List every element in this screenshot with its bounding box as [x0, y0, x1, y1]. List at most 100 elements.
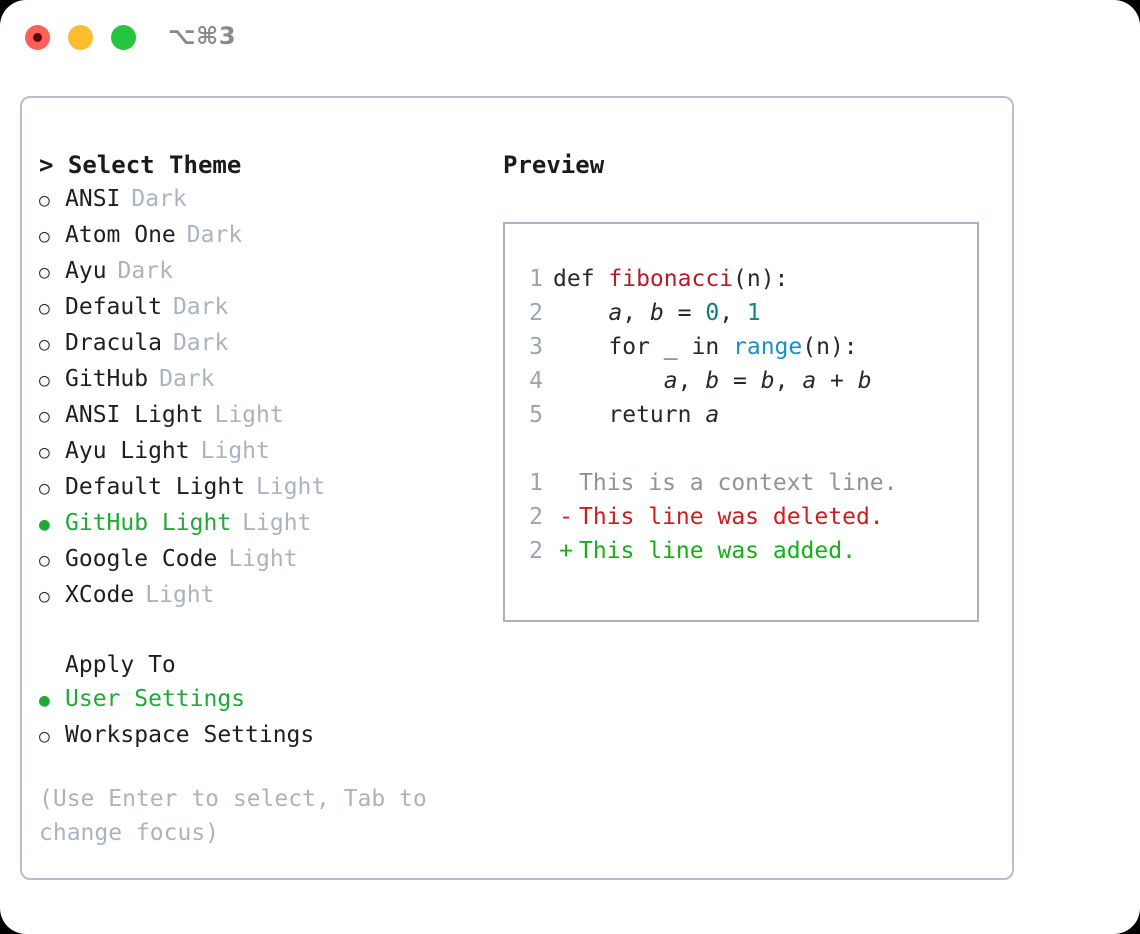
radio-empty-icon: ○	[39, 406, 50, 427]
apply-to-option-list[interactable]: ● User Settings ○Workspace Settings	[39, 682, 489, 754]
radio-empty-icon: ○	[39, 550, 50, 571]
code-token: def	[553, 266, 609, 292]
code-token: a	[802, 368, 817, 394]
code-line-number: 1	[529, 266, 543, 292]
radio-empty-icon: ○	[39, 190, 50, 211]
apply-to-option-user-settings[interactable]: ● User Settings	[39, 682, 489, 718]
close-button[interactable]	[25, 25, 50, 50]
title-bar: ⌥⌘3	[0, 0, 1140, 78]
code-token: ,	[719, 300, 747, 326]
theme-variant-badge: Dark	[159, 366, 215, 392]
code-token: ,	[677, 368, 706, 394]
code-token: fibonacci	[608, 266, 734, 292]
theme-variant-badge: Dark	[172, 294, 229, 320]
theme-variant-badge: Light	[256, 474, 326, 500]
theme-option-label: Ayu	[65, 258, 107, 284]
code-diff-spacer	[505, 432, 977, 466]
radio-empty-icon: ○	[39, 478, 50, 499]
diff-line-number: 2	[529, 538, 543, 564]
diff-marker	[553, 466, 579, 500]
code-line-text: for _ in range(n):	[553, 330, 858, 364]
theme-variant-badge: Dark	[186, 222, 243, 248]
code-token: 0	[705, 300, 720, 326]
code-token: b	[760, 368, 775, 394]
apply-to-option-label: User Settings	[65, 686, 246, 712]
code-token: =	[663, 300, 706, 326]
theme-variant-badge: Light	[228, 546, 298, 572]
radio-selected-icon: ●	[39, 690, 50, 711]
code-line-number: 4	[529, 368, 543, 394]
theme-variant-badge: Dark	[117, 258, 173, 284]
code-token: (n):	[802, 334, 858, 360]
theme-option-label: ANSI	[65, 186, 121, 212]
keyboard-shortcut-label: ⌥⌘3	[168, 22, 237, 50]
code-token: 1	[746, 300, 761, 326]
code-line: 2 a, b = 0, 1	[505, 296, 977, 330]
theme-option-label: Google Code	[65, 546, 218, 572]
diff-line-number: 1	[529, 470, 543, 496]
theme-option-ansi-light[interactable]: ○ ANSI Light Light	[39, 398, 489, 434]
code-token	[553, 300, 608, 326]
code-token	[553, 368, 664, 394]
theme-option-label: Dracula	[65, 330, 162, 356]
theme-variant-badge: Dark	[172, 330, 229, 356]
code-token: range	[733, 334, 803, 360]
code-token: (n):	[733, 266, 789, 292]
diff-line-del: 2-This line was deleted.	[505, 500, 977, 534]
diff-line-text: This line was added.	[579, 538, 856, 564]
code-token: +	[816, 368, 858, 394]
diff-marker: +	[559, 538, 573, 564]
minimize-button[interactable]	[68, 25, 93, 50]
diff-line-number: 2	[529, 504, 543, 530]
maximize-button[interactable]	[111, 25, 136, 50]
code-token: for _ in	[553, 334, 734, 360]
theme-option-default[interactable]: ○ Default Dark	[39, 290, 489, 326]
code-line: 5 return a	[505, 398, 977, 432]
radio-selected-icon: ●	[39, 514, 50, 535]
code-token: a	[608, 300, 623, 326]
code-token: b	[649, 300, 664, 326]
radio-empty-icon: ○	[39, 298, 50, 319]
theme-variant-badge: Light	[145, 582, 215, 608]
theme-option-default-light[interactable]: ○ Default Light Light	[39, 470, 489, 506]
theme-option-ansi[interactable]: ○ ANSI Dark	[39, 182, 489, 218]
theme-option-google-code[interactable]: ○ Google Code Light	[39, 542, 489, 578]
theme-variant-badge: Light	[214, 402, 284, 428]
code-token: ,	[622, 300, 650, 326]
theme-variant-badge: Dark	[131, 186, 187, 212]
preview-title: Preview	[503, 151, 605, 179]
diff-marker: -	[559, 504, 573, 530]
section-spacer	[39, 614, 489, 648]
theme-variant-badge: Light	[200, 438, 270, 464]
diff-line-text: This line was deleted.	[579, 504, 884, 530]
theme-option-label: Default	[65, 294, 162, 320]
theme-option-label: ANSI Light	[65, 402, 204, 428]
code-line-text: a, b = b, a + b	[553, 364, 872, 398]
radio-empty-icon: ○	[39, 262, 50, 283]
diff-sample: 1 This is a context line.2-This line was…	[505, 466, 977, 568]
code-line-text: a, b = 0, 1	[553, 296, 761, 330]
theme-option-ayu[interactable]: ○ Ayu Dark	[39, 254, 489, 290]
theme-option-label: GitHub	[65, 366, 149, 392]
diff-line-context: 1 This is a context line.	[505, 466, 977, 500]
code-token: a	[705, 402, 720, 428]
diff-line-add: 2 +This line was added.	[505, 534, 977, 568]
code-line: 3 for _ in range(n):	[505, 330, 977, 364]
radio-empty-icon: ○	[39, 442, 50, 463]
keyboard-hint-text: (Use Enter to select, Tab to change focu…	[39, 786, 441, 846]
window-controls	[25, 25, 136, 50]
apply-to-option-workspace-settings[interactable]: ○Workspace Settings	[39, 718, 489, 754]
theme-option-label: Default Light	[65, 474, 246, 500]
